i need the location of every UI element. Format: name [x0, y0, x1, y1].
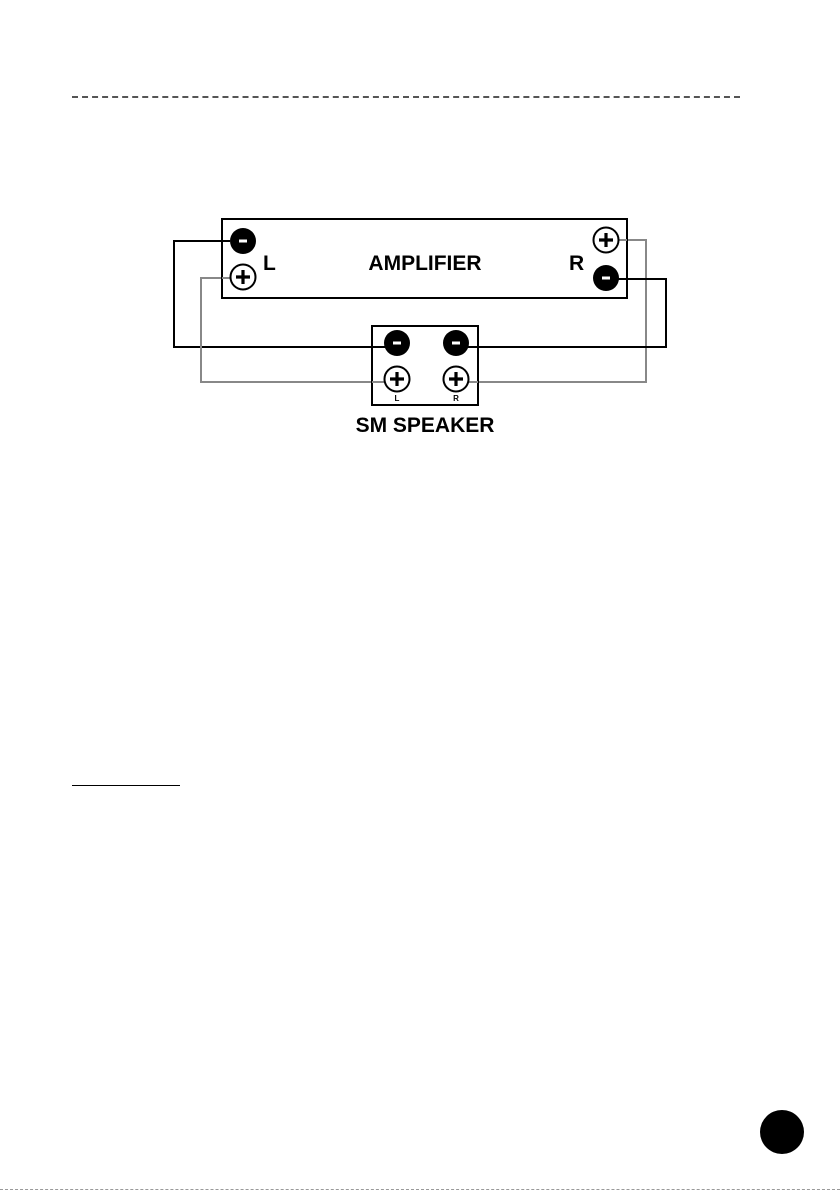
amplifier-label: AMPLIFIER [368, 252, 481, 275]
section-underline [72, 785, 180, 786]
speaker-left-channel-label: L [395, 394, 400, 403]
amp-right-positive-terminal [594, 228, 619, 253]
page-number-circle [760, 1110, 804, 1154]
amp-left-negative-terminal [230, 228, 256, 254]
minus-icon [239, 240, 247, 243]
amp-right-channel-label: R [569, 252, 584, 275]
minus-icon [393, 342, 401, 345]
amp-left-positive-terminal [231, 265, 256, 290]
speaker-left-positive-terminal [385, 367, 410, 392]
minus-icon [452, 342, 460, 345]
bottom-dashed-divider [0, 1189, 840, 1190]
speaker-right-negative-terminal [443, 330, 469, 356]
speaker-right-positive-terminal [444, 367, 469, 392]
speaker-label: SM SPEAKER [356, 414, 495, 437]
amp-right-negative-terminal [593, 265, 619, 291]
minus-icon [602, 277, 610, 280]
wiring-diagram: AMPLIFIER L R L R SM SPEAKER [0, 0, 840, 460]
amp-left-channel-label: L [263, 252, 276, 275]
speaker-left-negative-terminal [384, 330, 410, 356]
speaker-right-channel-label: R [453, 394, 459, 403]
